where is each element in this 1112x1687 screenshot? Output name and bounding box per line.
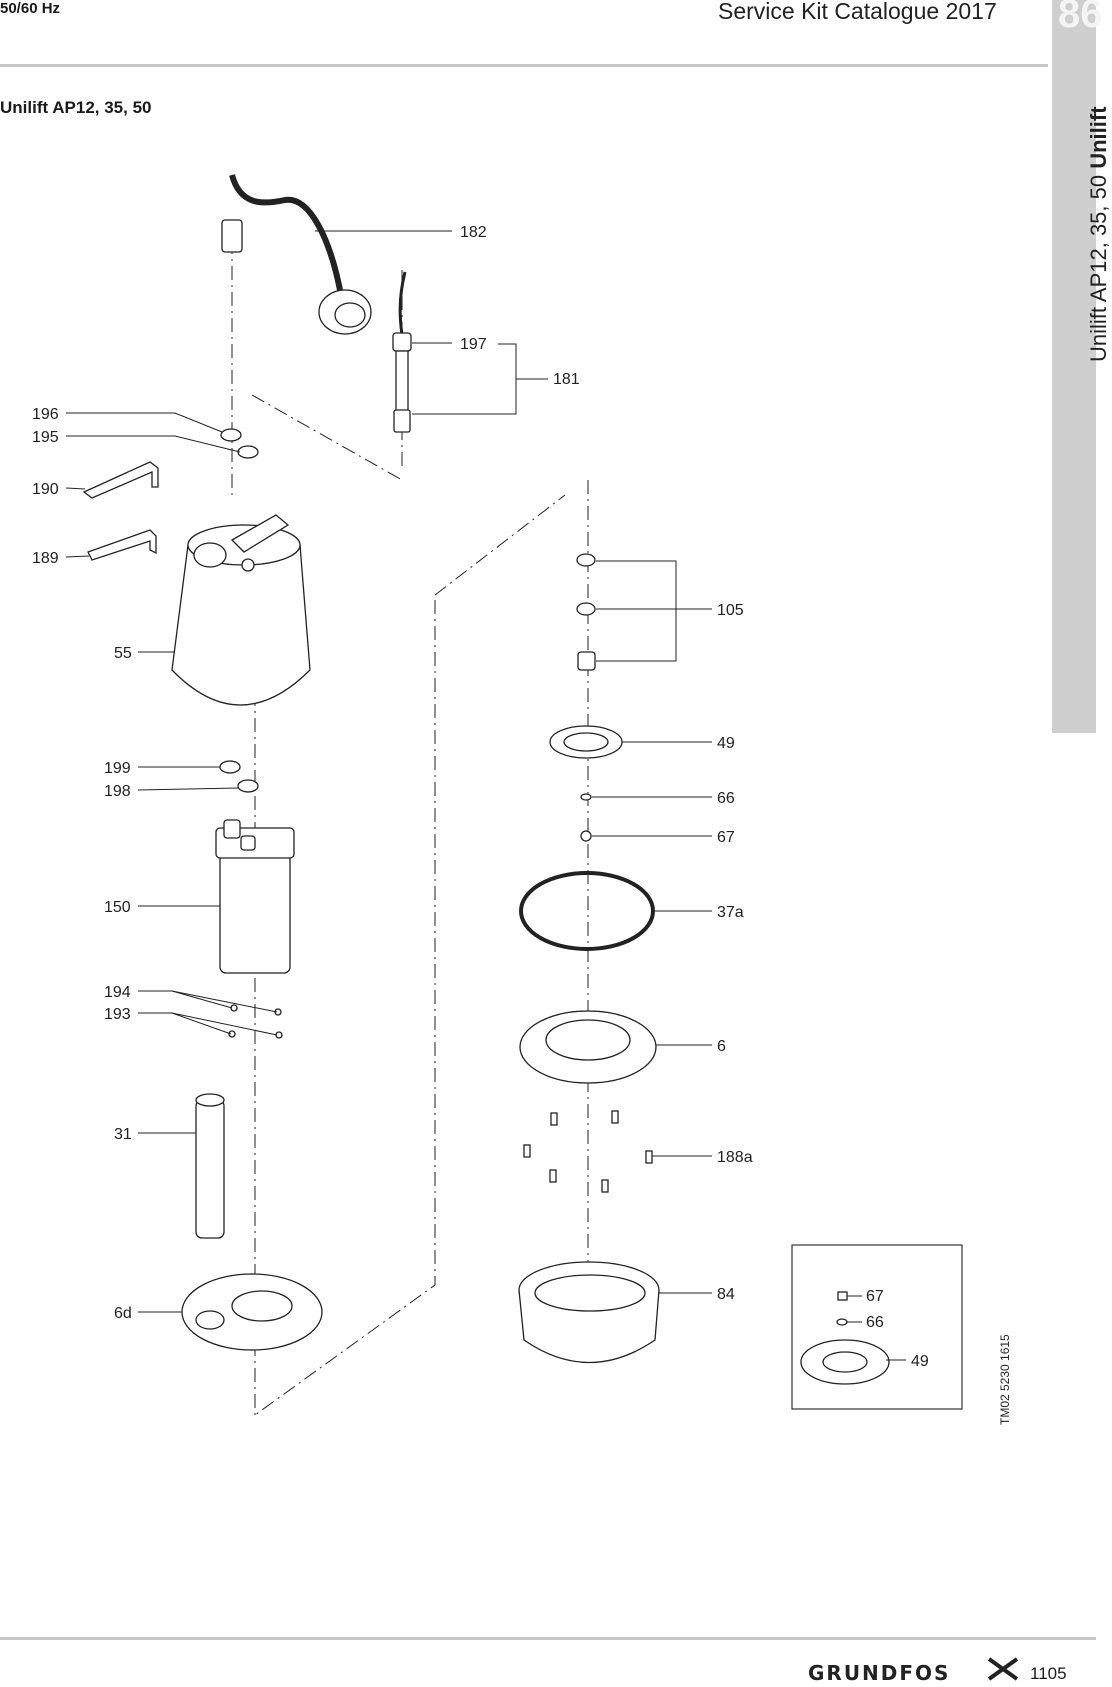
label-197: 197 bbox=[460, 336, 487, 353]
label-55: 55 bbox=[114, 645, 132, 662]
label-84: 84 bbox=[717, 1286, 735, 1303]
label-31: 31 bbox=[114, 1126, 132, 1143]
part-seal-195 bbox=[237, 445, 259, 459]
part-oring-37a bbox=[519, 871, 655, 951]
part-screws-188a bbox=[523, 1110, 653, 1193]
part-seal-196 bbox=[220, 428, 242, 442]
drawing-code: TM02 5230 1615 bbox=[998, 1334, 1012, 1425]
label-37a: 37a bbox=[717, 904, 744, 921]
catalogue-title: Service Kit Catalogue 2017 bbox=[718, 0, 997, 24]
label-194: 194 bbox=[104, 984, 131, 1001]
inset-label-66: 66 bbox=[866, 1314, 884, 1331]
part-handle-190 bbox=[82, 461, 159, 499]
label-195: 195 bbox=[32, 429, 59, 446]
part-strainer-84 bbox=[518, 1261, 660, 1364]
side-tab bbox=[1052, 0, 1096, 733]
part-screws-194-193 bbox=[228, 1004, 283, 1039]
label-198: 198 bbox=[104, 783, 131, 800]
part-oring-198 bbox=[237, 779, 259, 793]
part-float-switch bbox=[221, 174, 372, 335]
part-nut-67 bbox=[580, 830, 592, 842]
label-150: 150 bbox=[104, 899, 131, 916]
part-pump-housing bbox=[171, 514, 311, 706]
footer-divider bbox=[0, 1637, 1096, 1640]
part-pump-flange-6 bbox=[519, 1010, 657, 1084]
label-188a: 188a bbox=[717, 1149, 753, 1166]
part-motor bbox=[215, 819, 295, 974]
label-199: 199 bbox=[104, 760, 131, 777]
part-level-sensor bbox=[392, 271, 412, 433]
grundfos-logo: GRUNDFOS bbox=[808, 1661, 951, 1685]
label-6d: 6d bbox=[114, 1305, 132, 1322]
part-impeller-49 bbox=[549, 725, 623, 759]
label-196: 196 bbox=[32, 406, 59, 423]
label-190: 190 bbox=[32, 481, 59, 498]
leader-lines bbox=[65, 230, 906, 1361]
label-182: 182 bbox=[460, 224, 487, 241]
part-handle-189 bbox=[87, 529, 157, 561]
label-49: 49 bbox=[717, 735, 735, 752]
page-number: 1105 bbox=[1030, 1664, 1067, 1683]
label-181: 181 bbox=[553, 371, 580, 388]
label-105: 105 bbox=[717, 602, 744, 619]
inset-impeller-detail bbox=[791, 1244, 963, 1410]
part-flange-6d bbox=[181, 1273, 323, 1351]
header-divider bbox=[0, 64, 1048, 67]
label-193: 193 bbox=[104, 1006, 131, 1023]
label-67: 67 bbox=[717, 829, 735, 846]
part-washer-66 bbox=[580, 793, 592, 801]
part-shaft bbox=[195, 1093, 225, 1239]
grundfos-x-icon bbox=[987, 1657, 1019, 1681]
tab-number: 86 bbox=[1058, 0, 1103, 36]
label-66: 66 bbox=[717, 790, 735, 807]
label-189: 189 bbox=[32, 550, 59, 567]
label-6: 6 bbox=[717, 1038, 726, 1055]
part-impeller-kit-105 bbox=[576, 553, 596, 671]
part-oring-199 bbox=[219, 760, 241, 774]
inset-label-67: 67 bbox=[866, 1288, 884, 1305]
frequency-label: 50/60 Hz bbox=[0, 0, 61, 17]
inset-label-49: 49 bbox=[911, 1353, 929, 1370]
section-title: Unilift AP12, 35, 50 bbox=[0, 98, 152, 117]
